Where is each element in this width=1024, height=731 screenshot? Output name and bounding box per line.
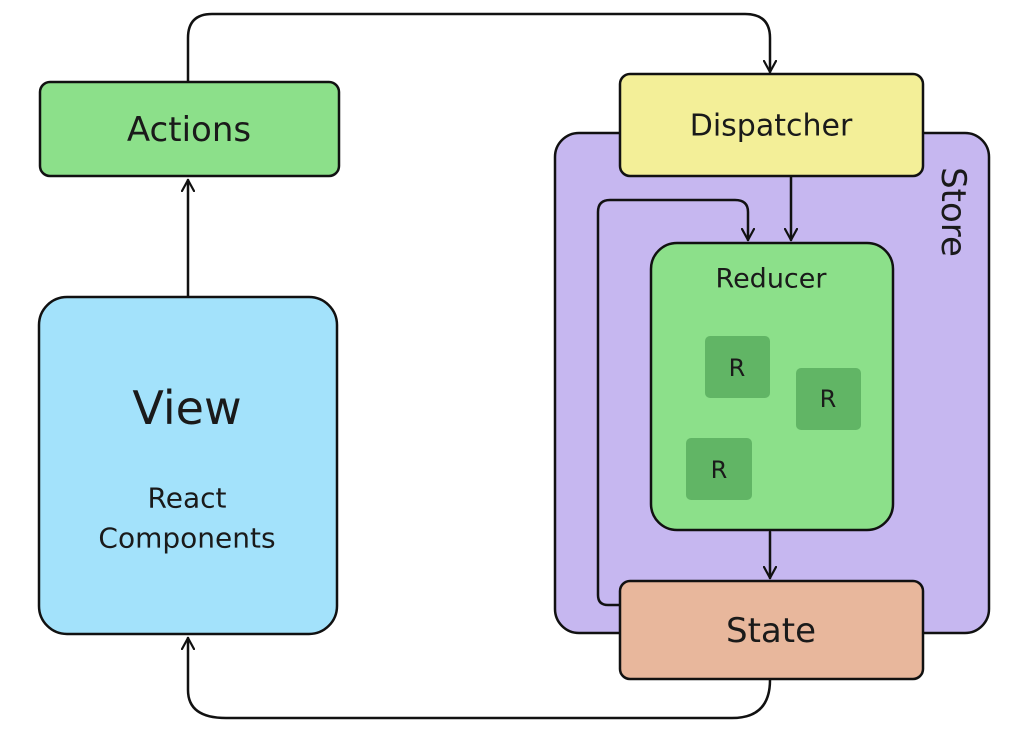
actions-to-dispatcher-arrow [186,12,770,84]
sub-reducer: R [796,368,861,430]
state-label: State [726,611,816,651]
dispatcher-box [618,72,925,178]
actions-label: Actions [127,110,251,150]
actions-box [38,80,341,178]
dispatcher-label: Dispatcher [690,109,853,144]
view-subtitle-line2: Components [98,522,275,555]
sub-reducer-label: R [729,354,746,382]
view-subtitle-line1: React [148,482,227,515]
state-to-view-arrow [188,636,772,720]
sub-reducer: R [705,336,770,398]
view-box [37,295,339,636]
view-title: View [132,381,241,435]
sub-reducer-label: R [820,385,837,413]
store-label: Store [933,167,973,257]
state-box [618,579,925,681]
state-to-reducer-loop-arrow [596,198,748,607]
sub-reducer-label: R [711,456,728,484]
reducer-label: Reducer [716,264,828,295]
sub-reducer: R [686,438,752,500]
